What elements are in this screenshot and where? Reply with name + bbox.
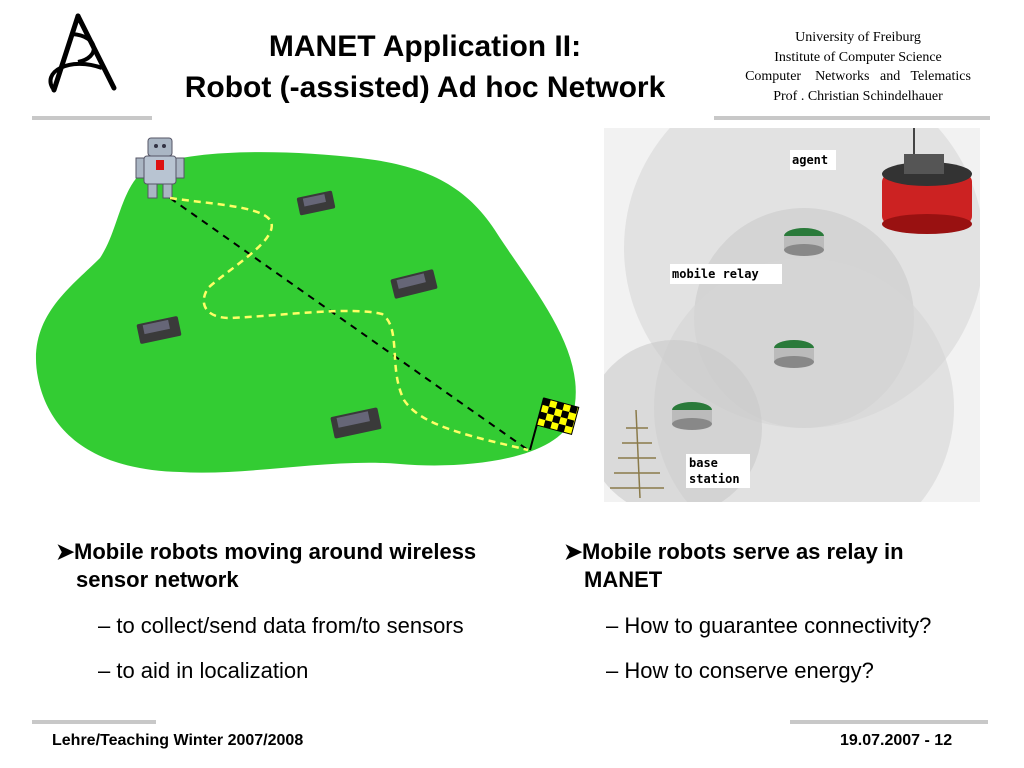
bullet-right-main-line1: Mobile robots serve as relay in [582,539,904,564]
bullet-right-main-cont: MANET [564,566,1004,594]
institution-line-2: Institute of Computer Science [774,49,942,65]
footer-date-page: 19.07.2007 - 12 [840,732,953,749]
sensor-node-4 [330,407,382,439]
bullet-left-main-line2: sensor network [76,567,239,592]
relay-network-figure: agent mobile relay base station [604,128,980,502]
title-line-1: MANET Application II: [268,30,582,63]
goal-flag-icon [529,397,580,451]
freiburg-logo-icon [48,13,117,93]
relay-robot-3-icon [672,402,712,430]
bullet-left-sub2: – to aid in localization [98,658,309,683]
footer-rule-right [790,720,988,724]
institution-block: University of Freiburg Institute of Comp… [728,28,988,106]
agent-robot-icon [882,128,972,234]
institution-line-3: Computer Networks and Telematics [745,69,971,84]
base-station-label-1: base [689,456,718,470]
title-line-2: Robot (-assisted) Ad hoc Network [184,71,666,104]
bullet-arrow-icon: ➤ [56,539,75,564]
relay-robot-2-icon [774,340,814,368]
robot-icon [135,137,185,199]
base-station-label-2: station [689,472,740,486]
institution-line-4: Prof . Christian Schindelhauer [773,88,943,104]
bullet-right-sub2: – How to conserve energy? [606,658,874,683]
institution-line-1: University of Freiburg [795,30,921,45]
bullet-list-left: ➤Mobile robots moving around wireless se… [56,538,556,685]
mobile-relay-label: mobile relay [672,267,759,281]
slide-title: MANET Application II: Robot (-assisted) … [140,26,710,108]
bullet-list-right: ➤Mobile robots serve as relay in MANET –… [564,538,1004,685]
bullet-arrow-icon: ➤ [564,539,583,564]
bullet-left-main-cont: sensor network [56,566,556,594]
sensor-tour-path [169,196,529,452]
header-rule-left [32,116,152,120]
direct-path [169,197,529,451]
sensor-node-2 [390,269,438,299]
bullet-right-sub1: – How to guarantee connectivity? [606,613,932,638]
footer-rule-left [32,720,156,724]
bullet-left-main: ➤Mobile robots moving around wireless [56,538,556,566]
base-station-antenna-icon [610,409,664,499]
agent-label: agent [792,153,828,167]
sensor-node-1 [296,190,336,216]
bullet-left-sub1: – to collect/send data from/to sensors [98,613,464,638]
bullet-right-main-line2: MANET [584,567,663,592]
sensor-node-3 [136,316,182,344]
bullet-left-main-line1: Mobile robots moving around wireless [74,539,477,564]
sensor-network-figure [35,137,580,473]
relay-robot-1-icon [784,228,824,256]
header-rule-right [714,116,990,120]
footer-course: Lehre/Teaching Winter 2007/2008 [52,732,304,749]
bullet-right-main: ➤Mobile robots serve as relay in [564,538,1004,566]
